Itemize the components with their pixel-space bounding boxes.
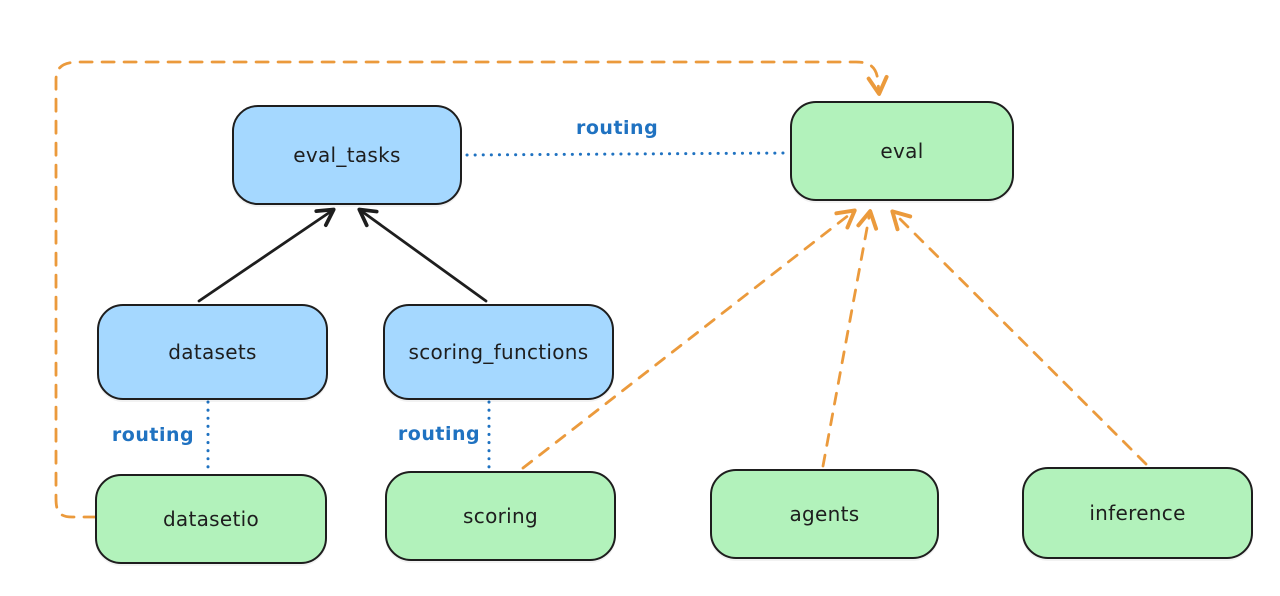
node-eval: eval	[790, 101, 1014, 201]
node-scoring-functions-label: scoring_functions	[408, 340, 589, 364]
node-agents-label: agents	[789, 502, 860, 526]
node-eval-tasks-label: eval_tasks	[293, 143, 401, 167]
node-datasets: datasets	[97, 304, 328, 400]
edge-agents-to-eval	[821, 209, 879, 468]
node-scoring-label: scoring	[463, 504, 538, 528]
node-eval-tasks: eval_tasks	[232, 105, 462, 205]
edge-label-routing-scoring-functions-scoring: routing	[397, 423, 481, 445]
node-scoring: scoring	[385, 471, 616, 561]
node-datasetio: datasetio	[95, 474, 327, 564]
node-scoring-functions: scoring_functions	[383, 304, 614, 400]
node-datasetio-label: datasetio	[162, 507, 260, 531]
node-inference-label: inference	[1089, 501, 1186, 525]
node-eval-label: eval	[880, 139, 924, 163]
edge-datasets-to-eval-tasks	[197, 207, 336, 303]
edge-inference-to-eval	[890, 209, 1148, 466]
node-datasets-label: datasets	[168, 340, 257, 364]
edge-label-routing-eval-tasks-eval: routing	[576, 117, 659, 139]
node-agents: agents	[710, 469, 939, 559]
edge-scoring-functions-to-eval-tasks	[357, 207, 488, 303]
edge-routing-eval-tasks-eval	[465, 151, 788, 157]
node-inference: inference	[1022, 467, 1253, 559]
edge-datasetio-to-eval-loop	[54, 60, 889, 519]
edge-label-routing-datasets-datasetio: routing	[111, 424, 195, 446]
